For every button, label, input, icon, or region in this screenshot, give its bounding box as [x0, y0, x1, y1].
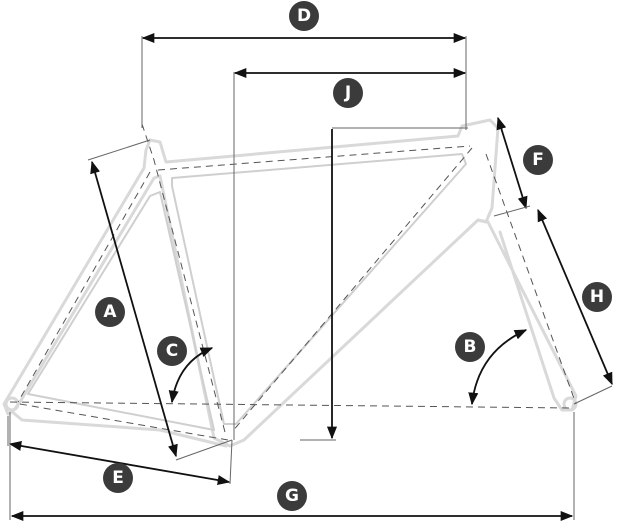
label-F: F — [532, 150, 544, 170]
label-H-badge: H — [582, 282, 612, 312]
label-J-badge: J — [333, 78, 363, 108]
label-A: A — [103, 302, 117, 322]
dimension-F — [493, 116, 531, 217]
angle-B — [468, 329, 528, 406]
label-C: C — [166, 341, 178, 361]
bike-frame-outline — [2, 118, 578, 448]
label-G: G — [285, 486, 299, 506]
label-C-badge: C — [157, 336, 187, 366]
frame-outer-contour — [2, 118, 500, 448]
dimension-stack — [300, 127, 468, 441]
label-D-badge: D — [289, 1, 319, 31]
label-A-badge: A — [95, 297, 125, 327]
angle-C — [168, 347, 214, 404]
label-B: B — [464, 337, 477, 357]
dimension-D — [141, 32, 467, 130]
fork-outline — [476, 218, 578, 412]
label-D: D — [297, 6, 311, 26]
frame-inner-contour — [171, 153, 467, 425]
label-E: E — [112, 468, 124, 488]
label-H: H — [590, 287, 604, 307]
dimension-H — [537, 208, 613, 405]
label-J: J — [344, 83, 351, 103]
dimension-J — [233, 67, 467, 440]
label-G-badge: G — [277, 481, 307, 511]
label-B-badge: B — [455, 332, 485, 362]
chainstay-outline — [8, 408, 228, 448]
rear-dropout — [4, 396, 20, 412]
dimension-G — [9, 412, 575, 522]
label-E-badge: E — [103, 463, 133, 493]
label-F-badge: F — [523, 145, 553, 175]
dimension-E — [7, 416, 233, 486]
